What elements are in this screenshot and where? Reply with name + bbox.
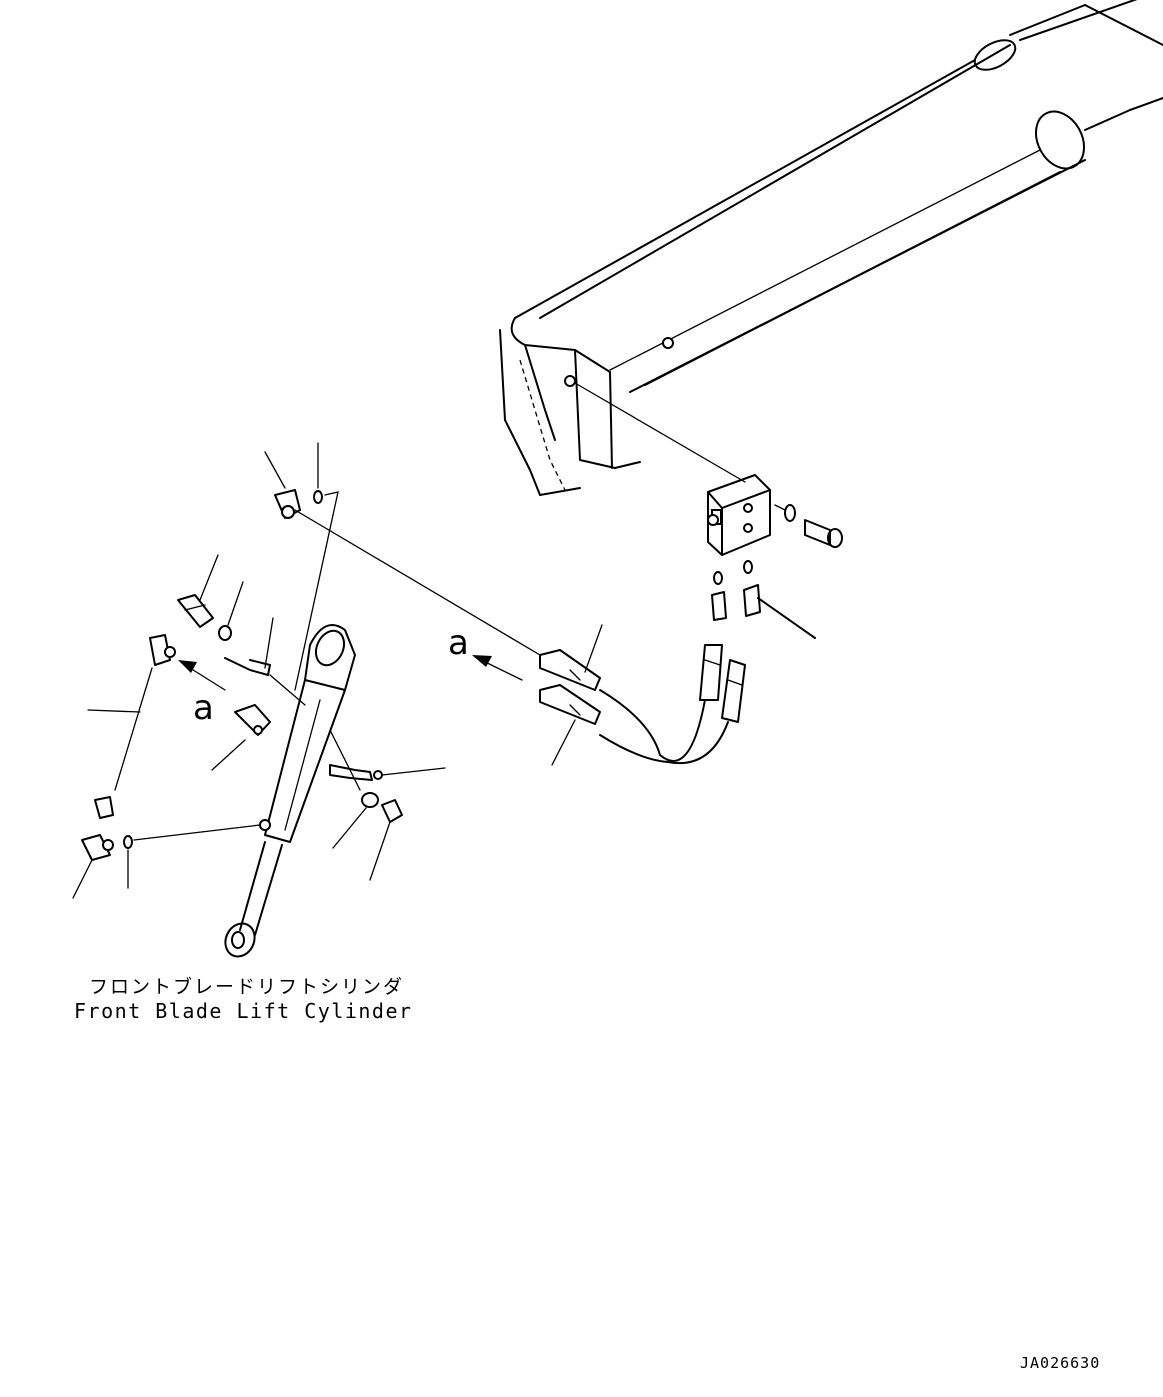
view-arrow-right <box>472 655 523 681</box>
lift-cylinder <box>224 624 361 958</box>
caption-english: Front Blade Lift Cylinder <box>74 999 413 1023</box>
view-label-right: a <box>448 623 469 663</box>
left-parts <box>72 554 446 899</box>
hoses <box>539 624 746 766</box>
caption-japanese: フロントブレードリフトシリンダ <box>89 975 404 998</box>
drawing-code: JA026630 <box>1020 1354 1100 1372</box>
boom-arm <box>499 0 1163 496</box>
connection-line <box>294 509 541 656</box>
upper-elbow <box>264 442 339 691</box>
view-label-left: a <box>193 688 214 728</box>
valve-block <box>707 474 843 639</box>
